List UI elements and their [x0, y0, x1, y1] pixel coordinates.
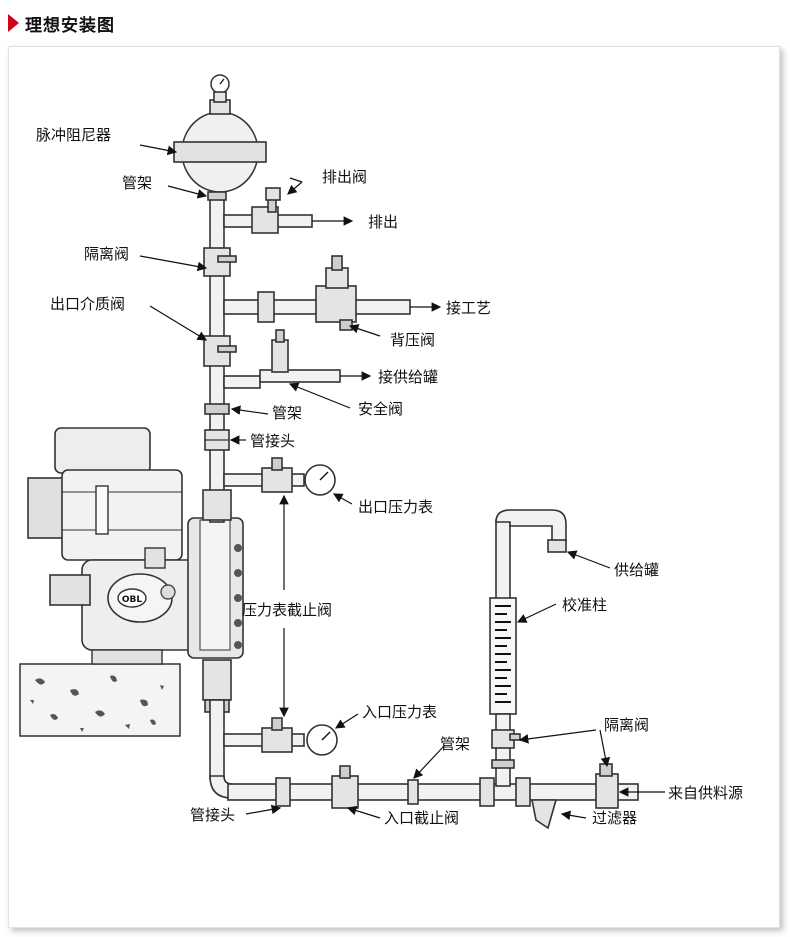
- labels: 脉冲阻尼器 管架 排出阀 排出 隔离阀 出口介质阀 接工艺 背压阀 接供给罐 管…: [36, 126, 743, 827]
- label-filter: 过滤器: [592, 809, 637, 827]
- label-pipe-bracket-mid: 管架: [272, 404, 302, 422]
- label-to-supply-tank: 接供给罐: [378, 368, 438, 386]
- label-to-process: 接工艺: [446, 299, 491, 317]
- label-safety-valve: 安全阀: [358, 400, 403, 418]
- calibration-column-assembly: [489, 509, 567, 787]
- label-supply-tank: 供给罐: [614, 561, 659, 579]
- suction-pipe: [209, 699, 639, 830]
- label-inlet-shutoff-valve: 入口截止阀: [384, 809, 459, 827]
- label-outlet-pressure-gauge: 出口压力表: [358, 498, 433, 516]
- label-outlet-media-valve: 出口介质阀: [50, 295, 125, 313]
- leader-lines: [139, 144, 665, 821]
- discharge-pipe: [202, 195, 237, 713]
- outlet-gauge-branch: [223, 457, 336, 496]
- label-inlet-pressure-gauge: 入口压力表: [362, 703, 437, 721]
- label-pipe-union-top: 管接头: [250, 432, 295, 450]
- label-drain: 排出: [368, 213, 398, 231]
- concrete-base: [19, 663, 181, 737]
- safety-branch: [223, 329, 341, 389]
- strainer-icon: [531, 799, 558, 830]
- title-bar: 理想安装图: [8, 10, 115, 36]
- label-back-pressure-valve: 背压阀: [390, 331, 435, 349]
- drain-branch: [223, 187, 313, 234]
- label-gauge-shutoff-valve: 压力表截止阀: [242, 601, 332, 619]
- label-isolation-valve-right: 隔离阀: [604, 716, 649, 734]
- label-pipe-bracket-top: 管架: [122, 174, 152, 192]
- inlet-gauge-branch: [223, 717, 338, 756]
- pump-brand-label: OBL: [122, 595, 143, 605]
- label-from-supply-source: 来自供料源: [668, 784, 743, 802]
- label-pulsation-damper: 脉冲阻尼器: [36, 126, 111, 144]
- label-drain-valve: 排出阀: [322, 168, 367, 186]
- label-calibration-column: 校准柱: [562, 596, 607, 614]
- motor: [27, 427, 183, 561]
- label-pipe-bracket-bottom: 管架: [440, 735, 470, 753]
- pulsation-damper: [173, 74, 267, 201]
- label-isolation-valve-left: 隔离阀: [84, 245, 129, 263]
- process-branch: [223, 255, 411, 331]
- title-marker-icon: [8, 14, 19, 32]
- page-title: 理想安装图: [25, 15, 115, 36]
- calibration-tube: [489, 597, 517, 715]
- label-pipe-union-bottom: 管接头: [190, 806, 235, 824]
